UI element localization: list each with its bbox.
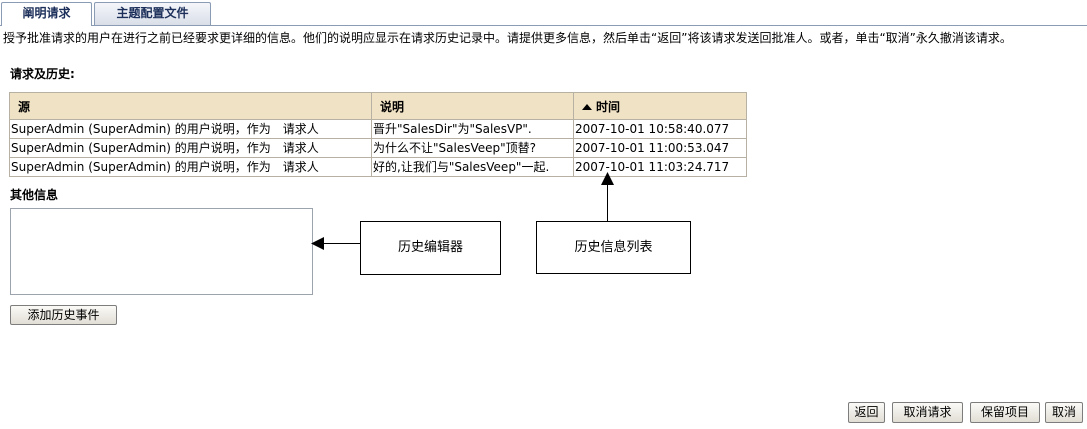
tab-bar: 阐明请求 主题配置文件 xyxy=(0,0,1087,26)
history-section-title: 请求及历史: xyxy=(10,67,75,81)
cancel-request-button[interactable]: 取消请求 xyxy=(892,402,963,423)
column-header-time[interactable]: 时间 xyxy=(573,92,747,120)
table-row: SuperAdmin (SuperAdmin) 的用户说明，作为 请求人 为什么… xyxy=(9,138,747,158)
history-list-callout: 历史信息列表 xyxy=(536,221,691,274)
column-header-time-label: 时间 xyxy=(596,99,621,114)
row-description: 晋升"SalesDir"为"SalesVP". xyxy=(371,119,574,139)
arrow-up-icon xyxy=(601,172,614,185)
add-history-event-button[interactable]: 添加历史事件 xyxy=(10,305,117,325)
row-source: SuperAdmin (SuperAdmin) 的用户说明，作为 请求人 xyxy=(9,157,372,177)
history-editor-callout: 历史编辑器 xyxy=(360,221,501,275)
row-time: 2007-10-01 10:58:40.077 xyxy=(573,119,747,139)
tab-clarify-request[interactable]: 阐明请求 xyxy=(1,2,92,26)
back-button[interactable]: 返回 xyxy=(848,402,885,423)
row-time: 2007-10-01 11:03:24.717 xyxy=(573,157,747,177)
row-source: SuperAdmin (SuperAdmin) 的用户说明，作为 请求人 xyxy=(9,119,372,139)
history-list-arrow-line xyxy=(607,183,608,221)
editor-arrow-line xyxy=(322,243,360,244)
tab-bar-divider xyxy=(0,25,1087,26)
table-row: SuperAdmin (SuperAdmin) 的用户说明，作为 请求人 好的,… xyxy=(9,157,747,177)
table-row: SuperAdmin (SuperAdmin) 的用户说明，作为 请求人 晋升"… xyxy=(9,119,747,139)
row-description: 为什么不让"SalesVeep"顶替? xyxy=(371,138,574,158)
cancel-button[interactable]: 取消 xyxy=(1045,402,1083,423)
row-source: SuperAdmin (SuperAdmin) 的用户说明，作为 请求人 xyxy=(9,138,372,158)
column-header-description[interactable]: 说明 xyxy=(371,92,574,120)
save-item-button[interactable]: 保留项目 xyxy=(970,402,1040,423)
instruction-text: 授予批准请求的用户在进行之前已经要求更详细的信息。他们的说明应显示在请求历史记录… xyxy=(3,31,1012,45)
arrow-left-icon xyxy=(311,237,324,250)
history-table-header: 源 说明 时间 xyxy=(9,92,747,120)
tab-subject-profile[interactable]: 主题配置文件 xyxy=(94,2,211,25)
row-description: 好的,让我们与"SalesVeep"一起. xyxy=(371,157,574,177)
history-editor-input[interactable] xyxy=(10,208,313,295)
row-time: 2007-10-01 11:00:53.047 xyxy=(573,138,747,158)
column-header-source[interactable]: 源 xyxy=(9,92,372,120)
sort-ascending-icon xyxy=(582,103,592,110)
other-info-title: 其他信息 xyxy=(10,188,59,202)
history-table: 源 说明 时间 SuperAdmin (SuperAdmin) 的用户说明，作为… xyxy=(9,92,747,177)
